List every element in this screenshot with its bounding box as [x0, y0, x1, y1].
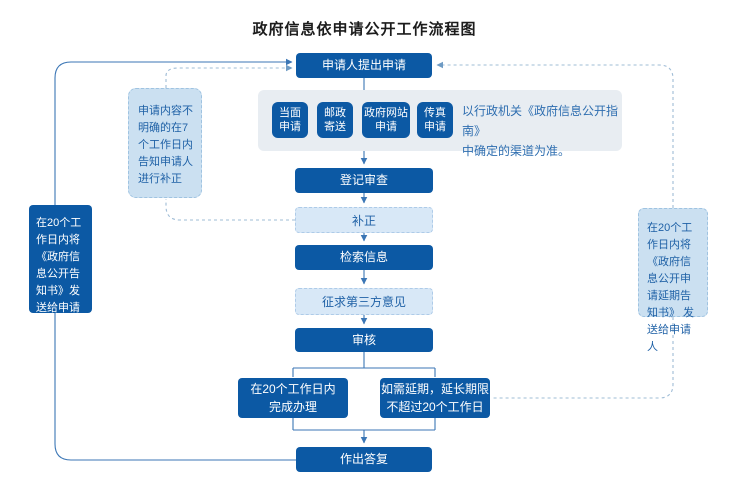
node-apply: 申请人提出申请: [296, 53, 432, 78]
channel-box-government-website: 政府网站申请: [362, 102, 410, 138]
channel-box-postal-mail: 邮政寄送: [317, 102, 353, 138]
node-third-party-opinion: 征求第三方意见: [295, 288, 433, 315]
notice-disclosure-letter: 在20个工作日内将《政府信息公开告知书》发送给申请人: [29, 205, 92, 331]
node-extension: 如需延期，延长期限 不超过20个工作日: [380, 378, 490, 418]
node-register-review: 登记审查: [295, 168, 433, 193]
correction-note: 申请内容不明确的在7个工作日内告知申请人进行补正: [128, 88, 202, 198]
node-reply: 作出答复: [296, 447, 432, 472]
page-title: 政府信息依申请公开工作流程图: [252, 21, 477, 38]
node-search-info: 检索信息: [295, 245, 433, 270]
node-correction: 补正: [295, 207, 433, 233]
node-review: 审核: [295, 328, 433, 352]
notice-extension-letter: 在20个工作日内将《政府信息公开申请延期告知书》 发送给申请人: [638, 208, 708, 353]
channel-box-fax: 传真申请: [417, 102, 453, 138]
node-complete-in-20-days: 在20个工作日内 完成办理: [238, 378, 348, 418]
channel-guide-note: 以行政机关《政府信息公开指南》 中确定的渠道为准。: [462, 104, 619, 158]
channel-box-in-person: 当面申请: [272, 102, 308, 138]
